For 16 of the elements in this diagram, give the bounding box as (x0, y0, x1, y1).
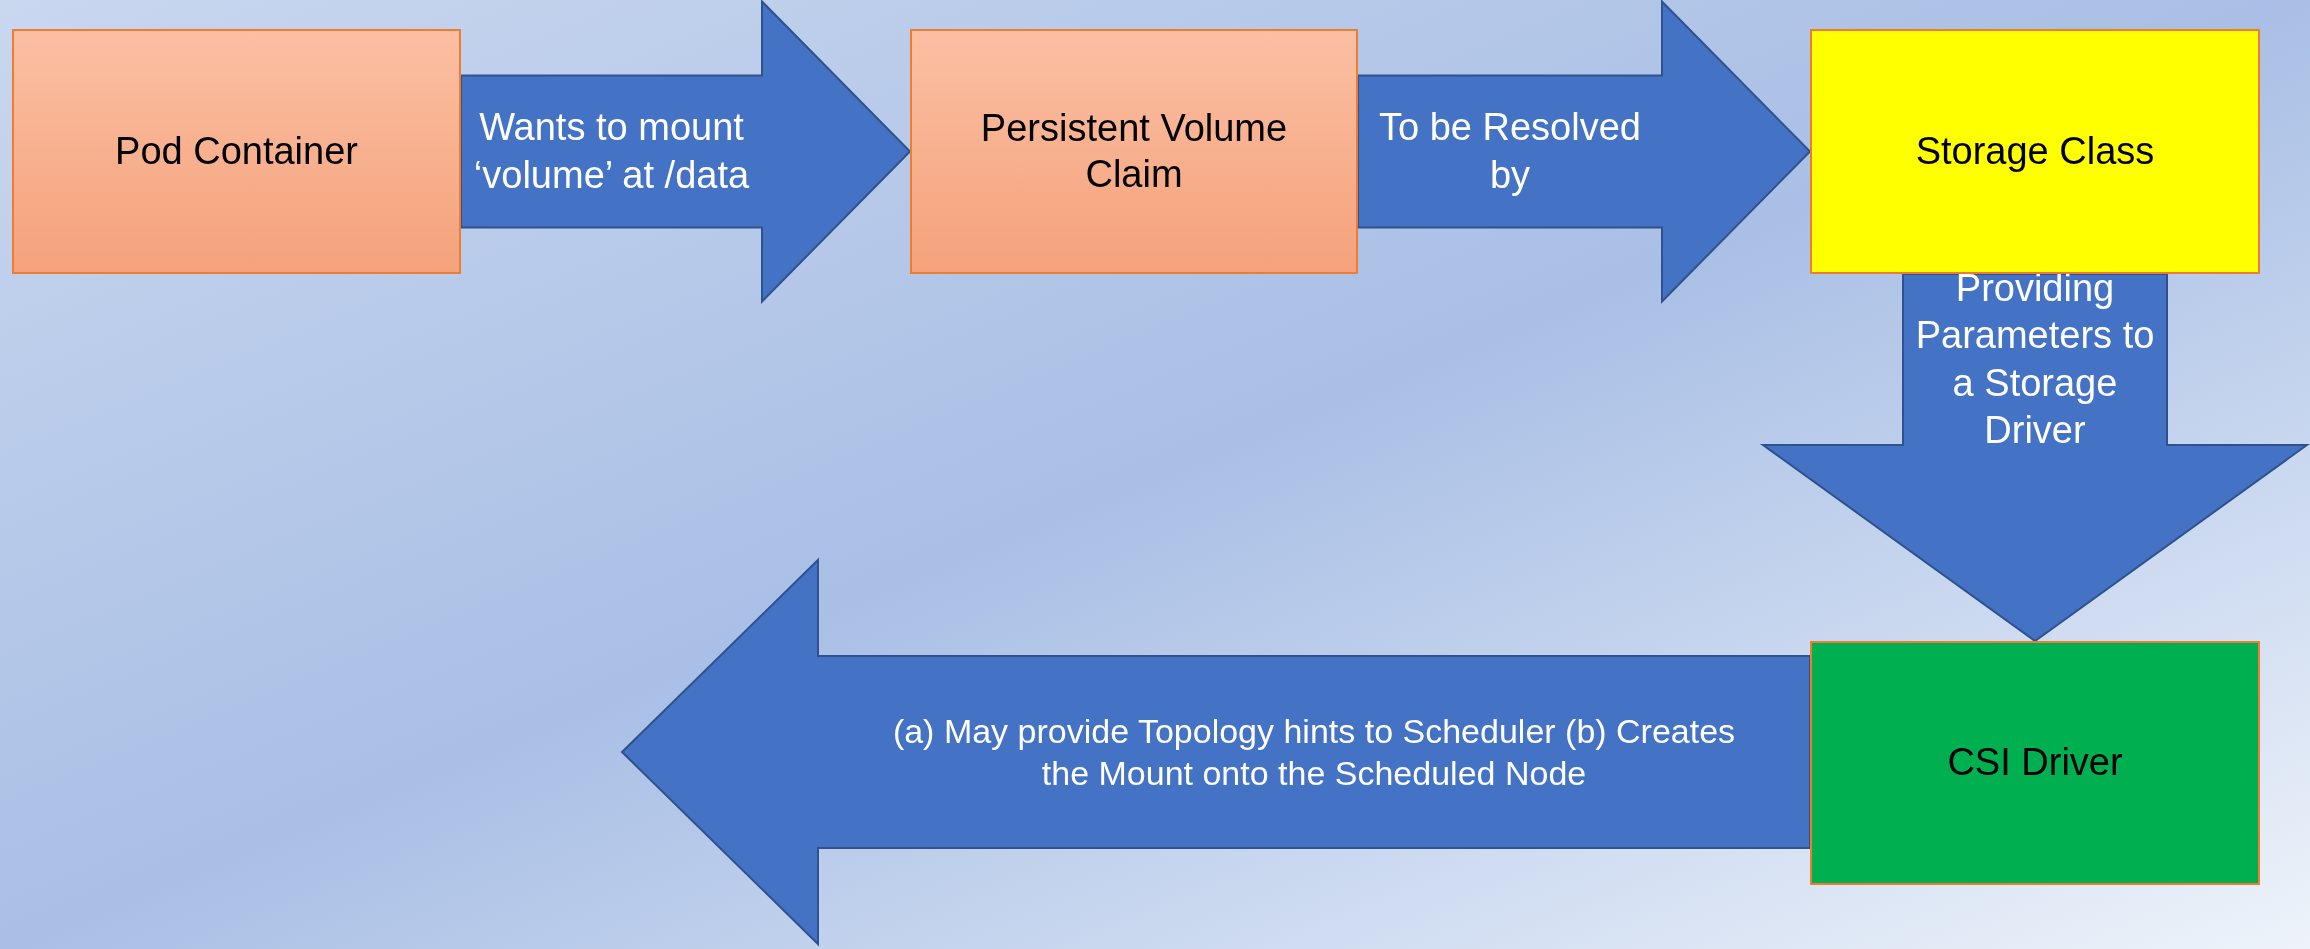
box-label: CSI Driver (1947, 740, 2123, 786)
edge-label: (a) May provide Topology hints to Scheduler (b) Creates the Mount onto the Scheduled Node (891, 710, 1737, 794)
block-arrow (1357, 0, 1812, 304)
edge-label: Wants to mount ‘volume’ at /data (472, 105, 751, 198)
process-box (1810, 29, 2260, 274)
box-label: Pod Container (115, 128, 358, 174)
edge-label: To be Resolved by (1378, 105, 1642, 198)
box-label: Persistent Volume Claim (979, 105, 1289, 197)
block-arrow (1759, 273, 2310, 643)
process-box (1810, 641, 2260, 885)
block-arrow (620, 557, 1811, 947)
process-box (910, 29, 1358, 274)
box-label: Storage Class (1915, 128, 2155, 174)
block-arrow (460, 0, 912, 304)
edge-label: Providing Parameters to a Storage Driver (1914, 265, 2156, 453)
process-box (12, 29, 461, 274)
